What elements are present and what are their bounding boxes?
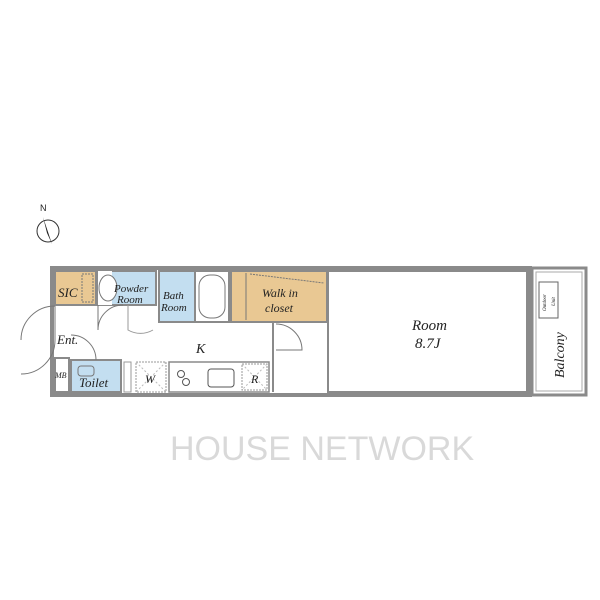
outdoor-unit [538,281,559,319]
outdoor-unit-label-1: Outdoor [543,294,548,311]
stove-icon [177,370,190,386]
room-label: Room [411,318,447,334]
bath-room-label-2: Room [160,302,187,314]
washer-label: W [145,372,156,386]
toilet-icon [77,365,95,377]
refrigerator-label: R [250,372,259,386]
compass-icon: N [36,203,60,244]
mb-label: MB [54,371,67,380]
bath-room [158,270,196,323]
bath-room-label-1: Bath [163,290,184,302]
sink-icon [207,368,235,388]
refrigerator-space [241,363,268,391]
balcony-label: Balcony [553,331,568,378]
toilet-label: Toilet [79,375,109,390]
bathtub-icon [198,274,226,319]
kitchen-label: K [195,342,206,357]
room-door [275,323,303,351]
north-label: N [40,203,47,213]
powder-room-label-2: Room [116,294,143,306]
entrance-label: Ent. [56,332,78,347]
watermark: HOUSE NETWORK [170,430,474,468]
powder-room-label-1: Powder [113,283,149,295]
main-room [327,270,528,393]
sic-label: SIC [58,285,78,300]
outdoor-unit-label-2: Unit [552,297,557,307]
mb-area [54,357,70,393]
room-size: 8.7J [415,336,442,352]
closet-label-1: Walk in [262,286,298,300]
sic-area [54,270,97,306]
closet-label-2: closet [265,301,294,315]
entrance-door [20,305,56,341]
